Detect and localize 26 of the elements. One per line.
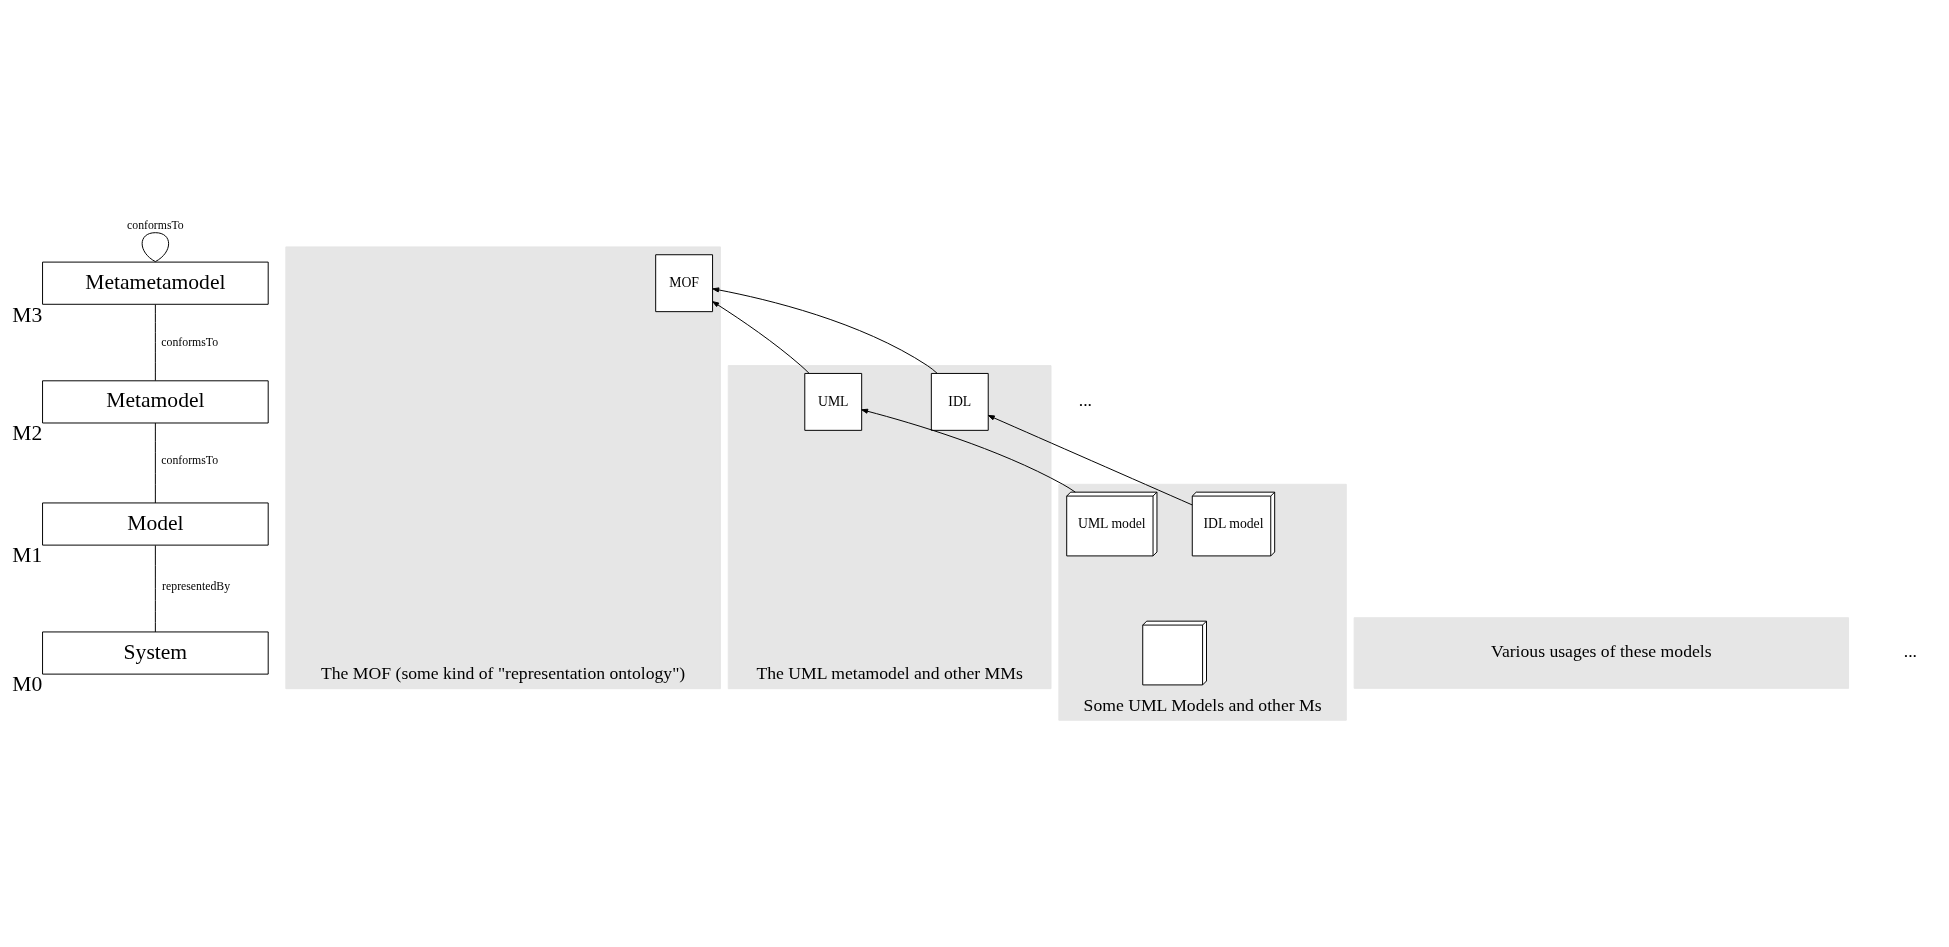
edge-label: conformsTo — [127, 218, 184, 232]
node-box: IDL — [930, 372, 989, 431]
connector — [154, 544, 156, 632]
node-box: UML — [804, 372, 863, 431]
node-label: M2 — [12, 420, 43, 445]
node-box: Model — [42, 501, 269, 546]
connector — [154, 303, 156, 381]
node-label: M3 — [12, 302, 43, 327]
node-box: MOF — [655, 253, 714, 312]
node-box: System — [42, 630, 269, 675]
arrow — [861, 408, 1076, 493]
node-box: Metamodel — [42, 379, 269, 423]
edge-label: conformsTo — [161, 335, 219, 349]
arrow — [712, 300, 810, 374]
connector — [154, 422, 156, 503]
connector — [141, 231, 170, 262]
node-label: M1 — [12, 542, 43, 567]
arrow — [987, 414, 1193, 505]
edge-label: conformsTo — [161, 453, 219, 467]
label: ... — [1078, 389, 1092, 410]
node-box: Metametamodel — [42, 261, 269, 305]
node-box: Various usages of these models — [1353, 616, 1850, 689]
label: ... — [1903, 640, 1917, 661]
node-label: M0 — [12, 671, 43, 696]
arrow — [712, 286, 938, 374]
edge-label: representedBy — [162, 579, 231, 593]
